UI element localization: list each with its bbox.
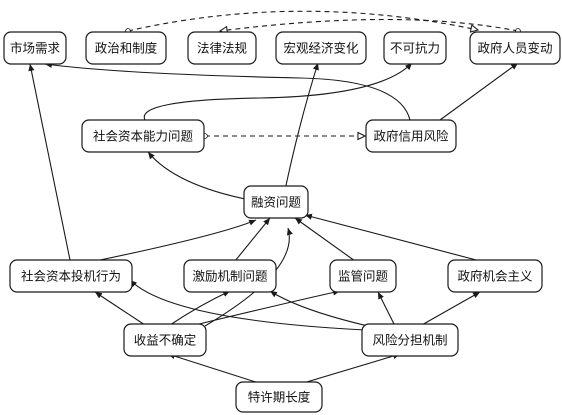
edge-revenue-to-speculation [94,291,146,326]
node-gov-opportunism-label: 政府机会主义 [457,269,533,284]
nodes: 市场需求 政治和制度 法律法规 宏观经济变化 不可抗力 政府人员变动 社会资本能… [3,31,561,413]
node-social-capital-capability: 社会资本能力问题 [81,119,205,153]
node-macro-economy-label: 宏观经济变化 [283,41,359,56]
edge-incentive-to-financing [234,217,271,262]
node-social-capital-capability-label: 社会资本能力问题 [93,129,194,144]
node-macro-economy: 宏观经济变化 [275,31,367,65]
node-concession-period: 特许期长度 [235,381,323,413]
edge-risksharing-to-incentive [269,290,369,327]
node-market-demand-label: 市场需求 [10,41,61,56]
edge-supervision-to-financing [294,217,356,262]
edge-personnel-to-laws [220,18,518,32]
edge-govcredit-to-market [44,61,411,121]
node-financing-label: 融资问题 [251,195,302,210]
node-social-capital-speculation: 社会资本投机行为 [9,259,133,293]
edge-speculation-to-market [28,63,71,261]
node-market-demand: 市场需求 [3,31,67,65]
node-gov-opportunism: 政府机会主义 [447,259,543,293]
edges [28,10,519,385]
node-risk-sharing: 风险分担机制 [361,323,459,357]
edge-risksharing-to-supervision [377,291,396,327]
node-supervision-label: 监管问题 [338,269,389,284]
node-laws: 法律法规 [187,31,257,65]
node-gov-credit-risk: 政府信用风险 [365,119,457,153]
node-gov-personnel: 政府人员变动 [469,31,561,65]
edge-financing-to-macro [284,62,319,191]
edge-revenue-to-supervision [194,289,341,326]
node-financing: 融资问题 [243,185,309,219]
node-gov-personnel-label: 政府人员变动 [477,41,552,56]
node-gov-credit-risk-label: 政府信用风险 [373,129,449,144]
edge-concession-to-revenue [167,353,263,385]
edge-politics-to-personnel [128,10,478,31]
edge-risksharing-to-speculation [129,279,366,331]
edge-capability-arc-forcemajeure [143,62,413,121]
node-politics-system: 政治和制度 [85,31,167,65]
node-force-majeure: 不可抗力 [383,31,447,65]
node-concession-period-label: 特许期长度 [248,390,311,405]
edge-govcredit-to-personnel [439,62,519,121]
node-politics-system-label: 政治和制度 [95,41,158,56]
edge-speculation-to-financing [99,219,257,261]
node-incentive-mechanism-label: 激励机制问题 [192,269,268,284]
edge-financing-to-capability [147,151,251,201]
node-supervision: 监管问题 [329,259,397,293]
edge-revenue-to-incentive [169,290,231,326]
node-social-capital-speculation-label: 社会资本投机行为 [21,269,121,284]
node-incentive-mechanism: 激励机制问题 [183,259,277,293]
edge-opportunism-to-financing [304,213,481,262]
edge-risksharing-to-opportunism [419,291,481,327]
node-risk-sharing-label: 风险分担机制 [372,333,447,348]
node-revenue-uncertainty-label: 收益不确定 [134,333,197,348]
node-laws-label: 法律法规 [197,41,247,56]
node-force-majeure-label: 不可抗力 [390,41,440,56]
edge-concession-to-risksharing [299,353,401,385]
node-revenue-uncertainty: 收益不确定 [123,323,207,357]
